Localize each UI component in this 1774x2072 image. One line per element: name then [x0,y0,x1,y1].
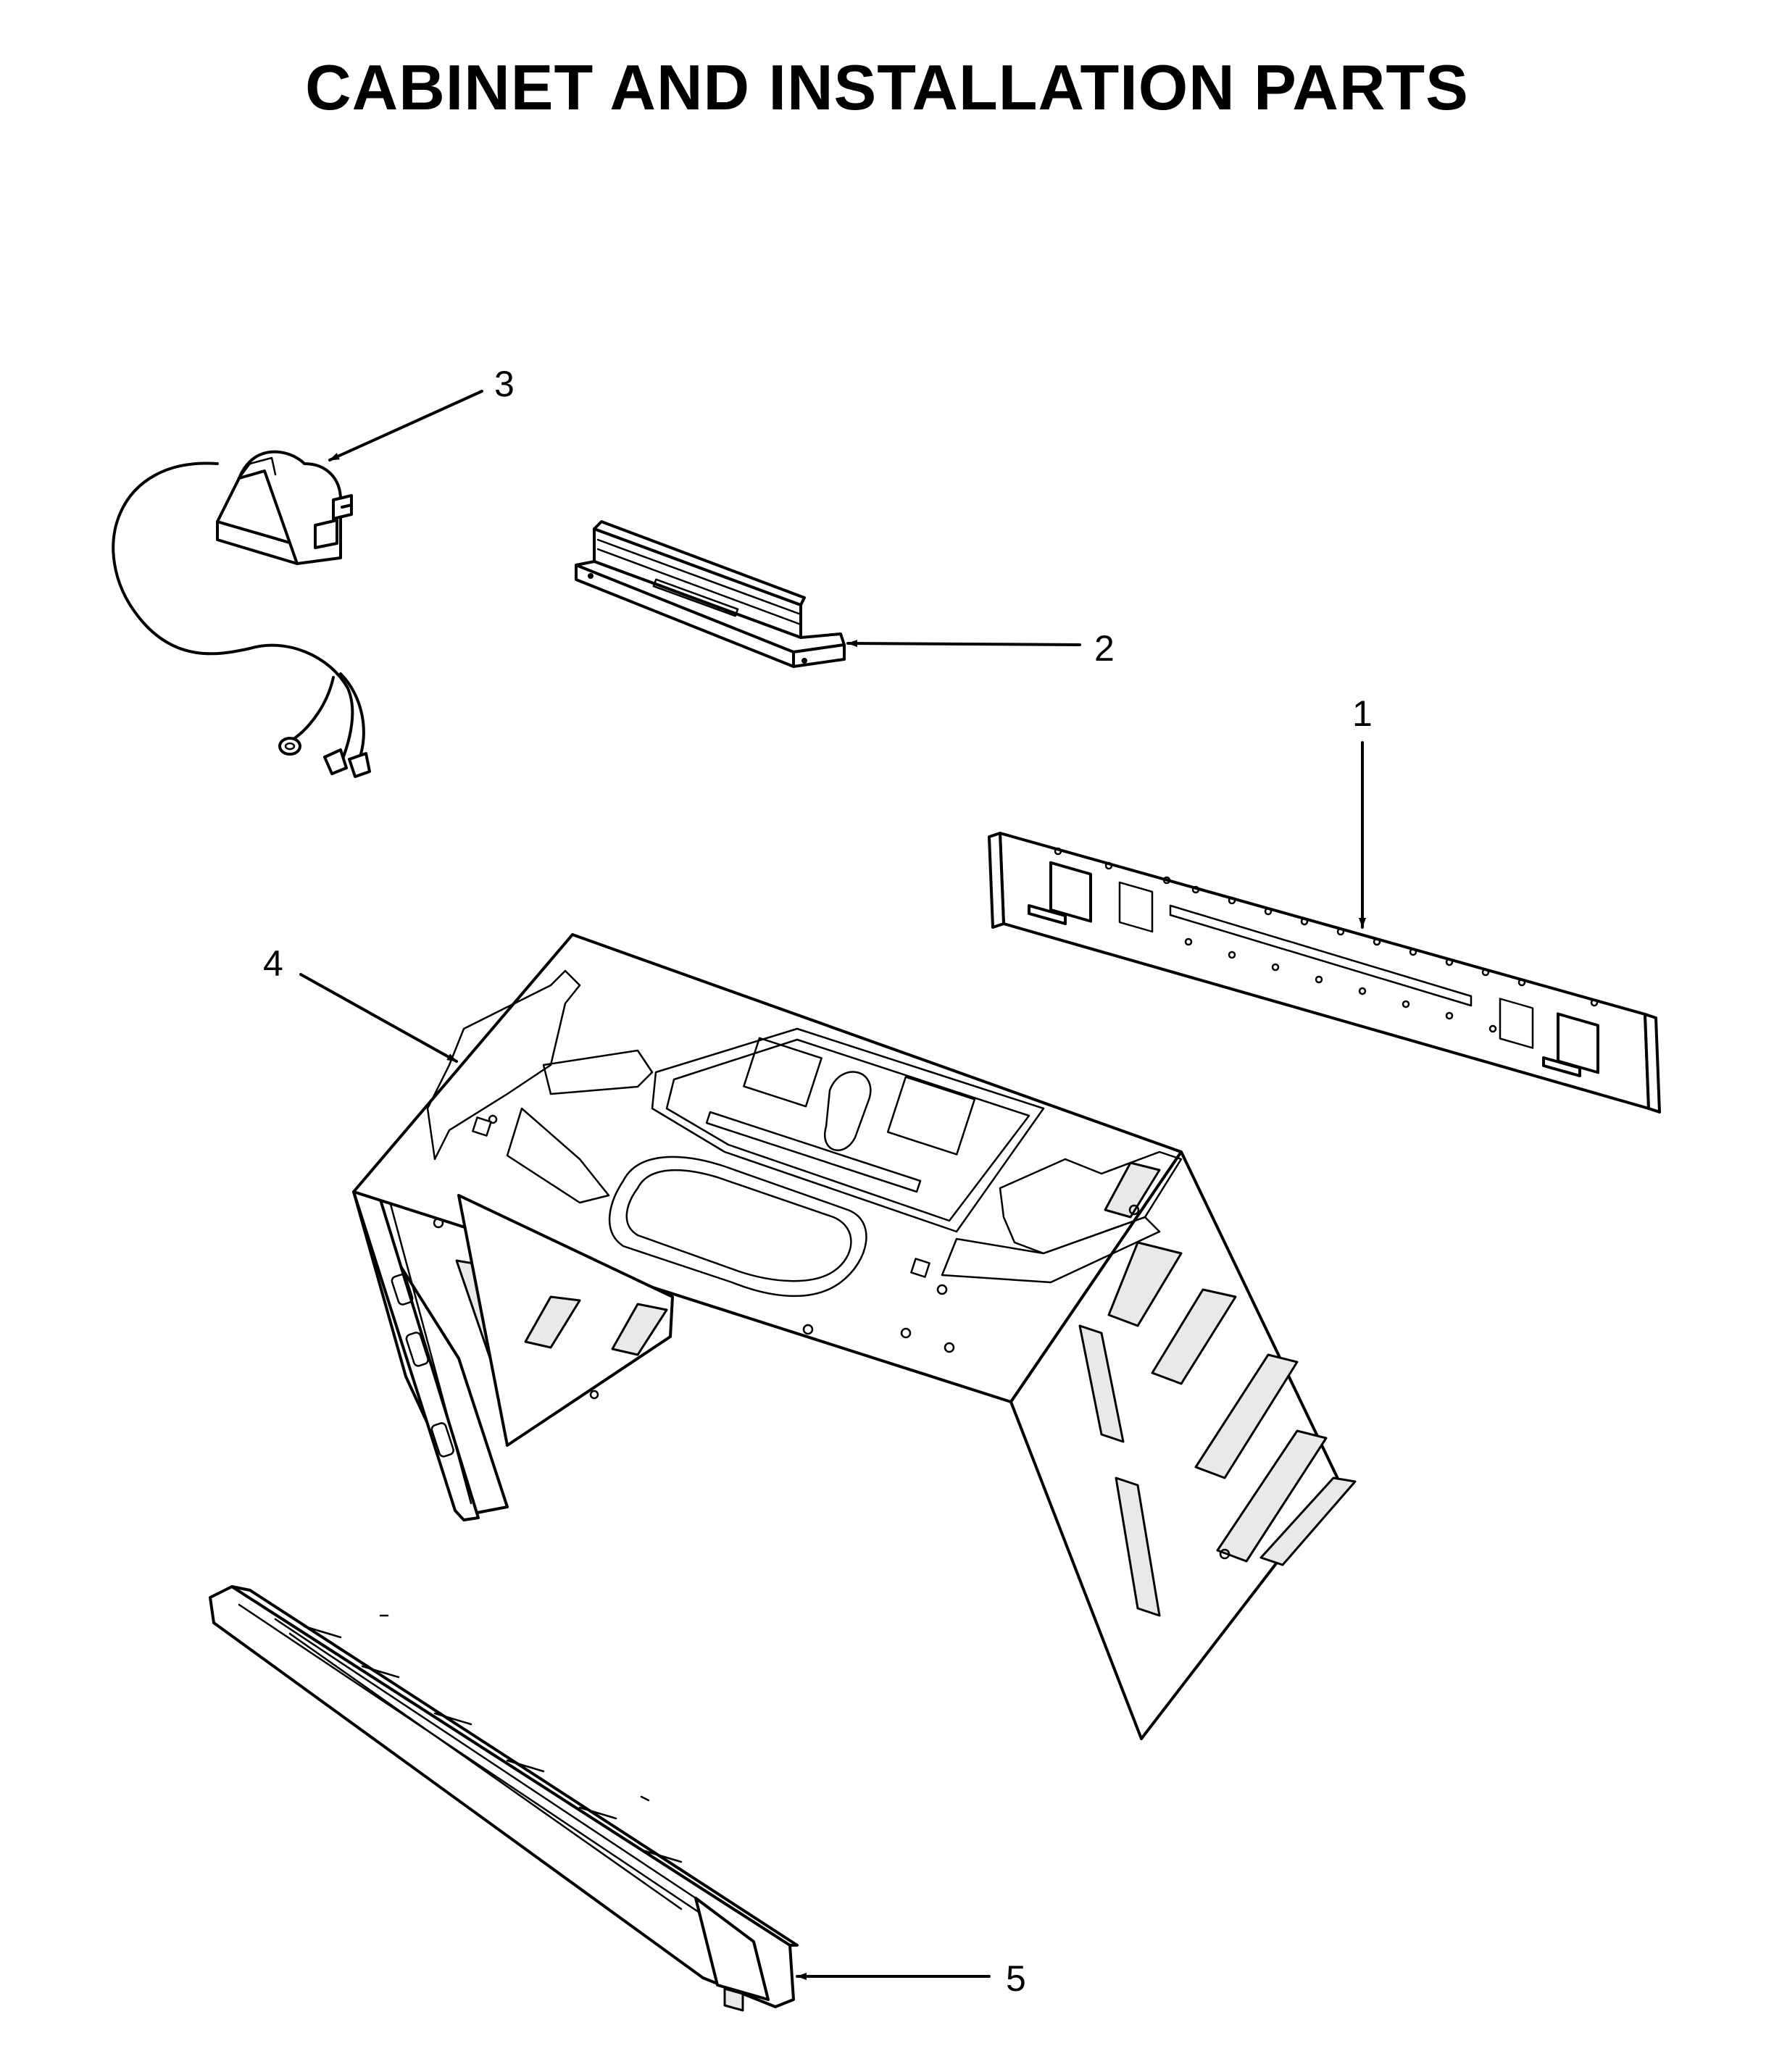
power-cord-part [112,450,371,778]
mounting-plate-part [988,832,1661,1114]
callout-5: 5 [1006,1958,1026,1999]
callout-1: 1 [1352,693,1373,734]
page-title: CABINET AND INSTALLATION PARTS [305,51,1469,123]
leader-line-3 [328,390,483,461]
cabinet-wrapper-part [352,933,1357,1740]
vent-grille-part [209,1585,799,2012]
callout-4: 4 [263,943,283,984]
callout-2: 2 [1094,628,1115,669]
leader-line-2 [846,640,1081,648]
leader-lines [299,390,1366,1980]
leader-line-4 [299,973,458,1063]
bracket-part [575,520,846,668]
callout-3: 3 [494,364,515,404]
